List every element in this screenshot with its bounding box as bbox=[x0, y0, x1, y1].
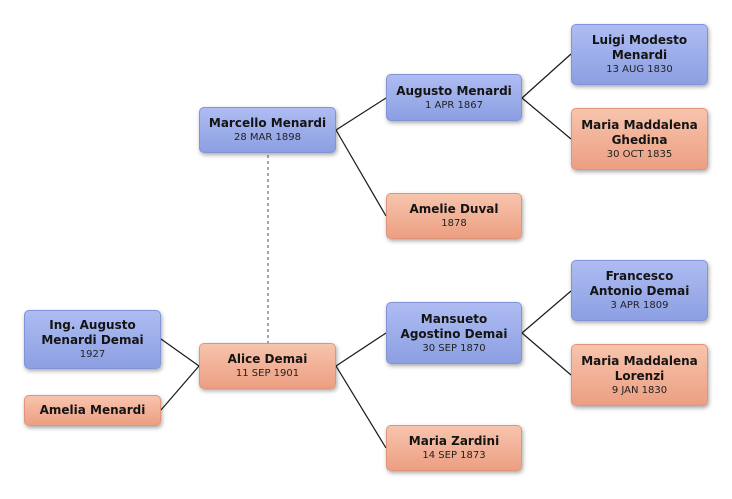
person-date: 9 JAN 1830 bbox=[611, 384, 668, 396]
person-pat-great-grandfather[interactable]: Luigi Modesto Menardi 13 AUG 1830 bbox=[571, 24, 708, 85]
person-mat-great-grandmother[interactable]: Maria Maddalena Lorenzi 9 JAN 1830 bbox=[571, 344, 708, 406]
person-mat-great-grandfather[interactable]: Francesco Antonio Demai 3 APR 1809 bbox=[571, 260, 708, 321]
person-child[interactable]: Ing. Augusto Menardi Demai 1927 bbox=[24, 310, 161, 369]
connector-pf-pfm bbox=[521, 97, 572, 140]
person-name: Augusto Menardi bbox=[396, 83, 512, 98]
person-father[interactable]: Marcello Menardi 28 MAR 1898 bbox=[199, 107, 336, 153]
person-date: 30 SEP 1870 bbox=[422, 342, 486, 354]
person-name: Alice Demai bbox=[227, 352, 308, 366]
connector-child-mother bbox=[160, 338, 200, 367]
person-pat-great-grandmother[interactable]: Maria Maddalena Ghedina 30 OCT 1835 bbox=[571, 108, 708, 170]
person-name: Maria Zardini bbox=[408, 434, 500, 448]
person-name: Maria Maddalena Lorenzi bbox=[581, 353, 698, 383]
person-maternal-grandfather[interactable]: Mansueto Agostino Demai 30 SEP 1870 bbox=[386, 302, 522, 364]
connector-father-pf bbox=[335, 97, 387, 131]
person-name: Amelie Duval bbox=[409, 202, 499, 216]
connector-mf-mfm bbox=[521, 332, 572, 376]
person-name: Marcello Menardi bbox=[208, 116, 327, 130]
person-date: 1 APR 1867 bbox=[425, 99, 483, 111]
connector-mother-mm bbox=[335, 365, 387, 449]
person-maternal-grandmother[interactable]: Maria Zardini 14 SEP 1873 bbox=[386, 425, 522, 471]
connector-pf-pff bbox=[521, 53, 572, 99]
person-name: Amelia Menardi bbox=[39, 403, 146, 417]
person-date: 13 AUG 1830 bbox=[606, 64, 673, 75]
person-date: 30 OCT 1835 bbox=[606, 148, 673, 160]
person-name: Francesco Antonio Demai bbox=[589, 269, 690, 298]
person-name: Mansueto Agostino Demai bbox=[400, 311, 508, 341]
connector-spouse-mother bbox=[160, 365, 200, 411]
person-date: 3 APR 1809 bbox=[610, 300, 669, 311]
person-name: Luigi Modesto Menardi bbox=[591, 33, 688, 62]
person-name: Maria Maddalena Ghedina bbox=[581, 117, 698, 147]
person-date: 11 SEP 1901 bbox=[235, 368, 300, 379]
connector-father-pm bbox=[335, 129, 387, 217]
person-name: Ing. Augusto Menardi Demai bbox=[41, 318, 144, 347]
connector-mother-mf bbox=[335, 332, 387, 367]
person-child-spouse[interactable]: Amelia Menardi bbox=[24, 395, 161, 426]
person-paternal-grandfather[interactable]: Augusto Menardi 1 APR 1867 bbox=[386, 74, 522, 121]
person-paternal-grandmother[interactable]: Amelie Duval 1878 bbox=[386, 193, 522, 239]
person-date: 28 MAR 1898 bbox=[234, 132, 301, 143]
connector-mf-mff bbox=[521, 290, 572, 334]
person-date: 1927 bbox=[79, 349, 106, 360]
person-date: 14 SEP 1873 bbox=[422, 450, 486, 461]
person-date: 1878 bbox=[441, 218, 467, 229]
person-mother[interactable]: Alice Demai 11 SEP 1901 bbox=[199, 343, 336, 389]
